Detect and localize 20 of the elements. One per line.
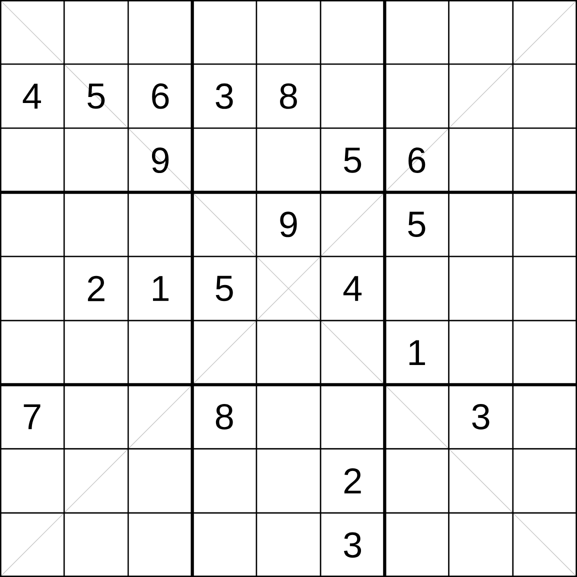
given-digit: 3 xyxy=(472,404,490,430)
given-digit: 3 xyxy=(216,83,233,109)
given-digit: 4 xyxy=(343,276,362,301)
given-digit: 6 xyxy=(408,148,426,174)
given-digit: 8 xyxy=(280,83,297,109)
given-digit: 8 xyxy=(216,404,233,430)
given-digit: 5 xyxy=(408,212,426,237)
given-digit: 2 xyxy=(344,468,361,494)
given-digit: 5 xyxy=(344,148,362,173)
given-digit: 5 xyxy=(216,276,233,302)
given-digit: 7 xyxy=(24,404,40,430)
given-digit: 9 xyxy=(280,212,297,238)
given-digit: 3 xyxy=(344,532,362,558)
given-digit: 6 xyxy=(152,83,169,109)
given-digit: 2 xyxy=(88,276,104,302)
given-digit: 1 xyxy=(409,340,425,366)
given-digit: 9 xyxy=(152,148,169,174)
given-digit: 4 xyxy=(22,84,41,109)
given-digit: 1 xyxy=(153,276,169,301)
given-digit: 5 xyxy=(88,84,105,109)
